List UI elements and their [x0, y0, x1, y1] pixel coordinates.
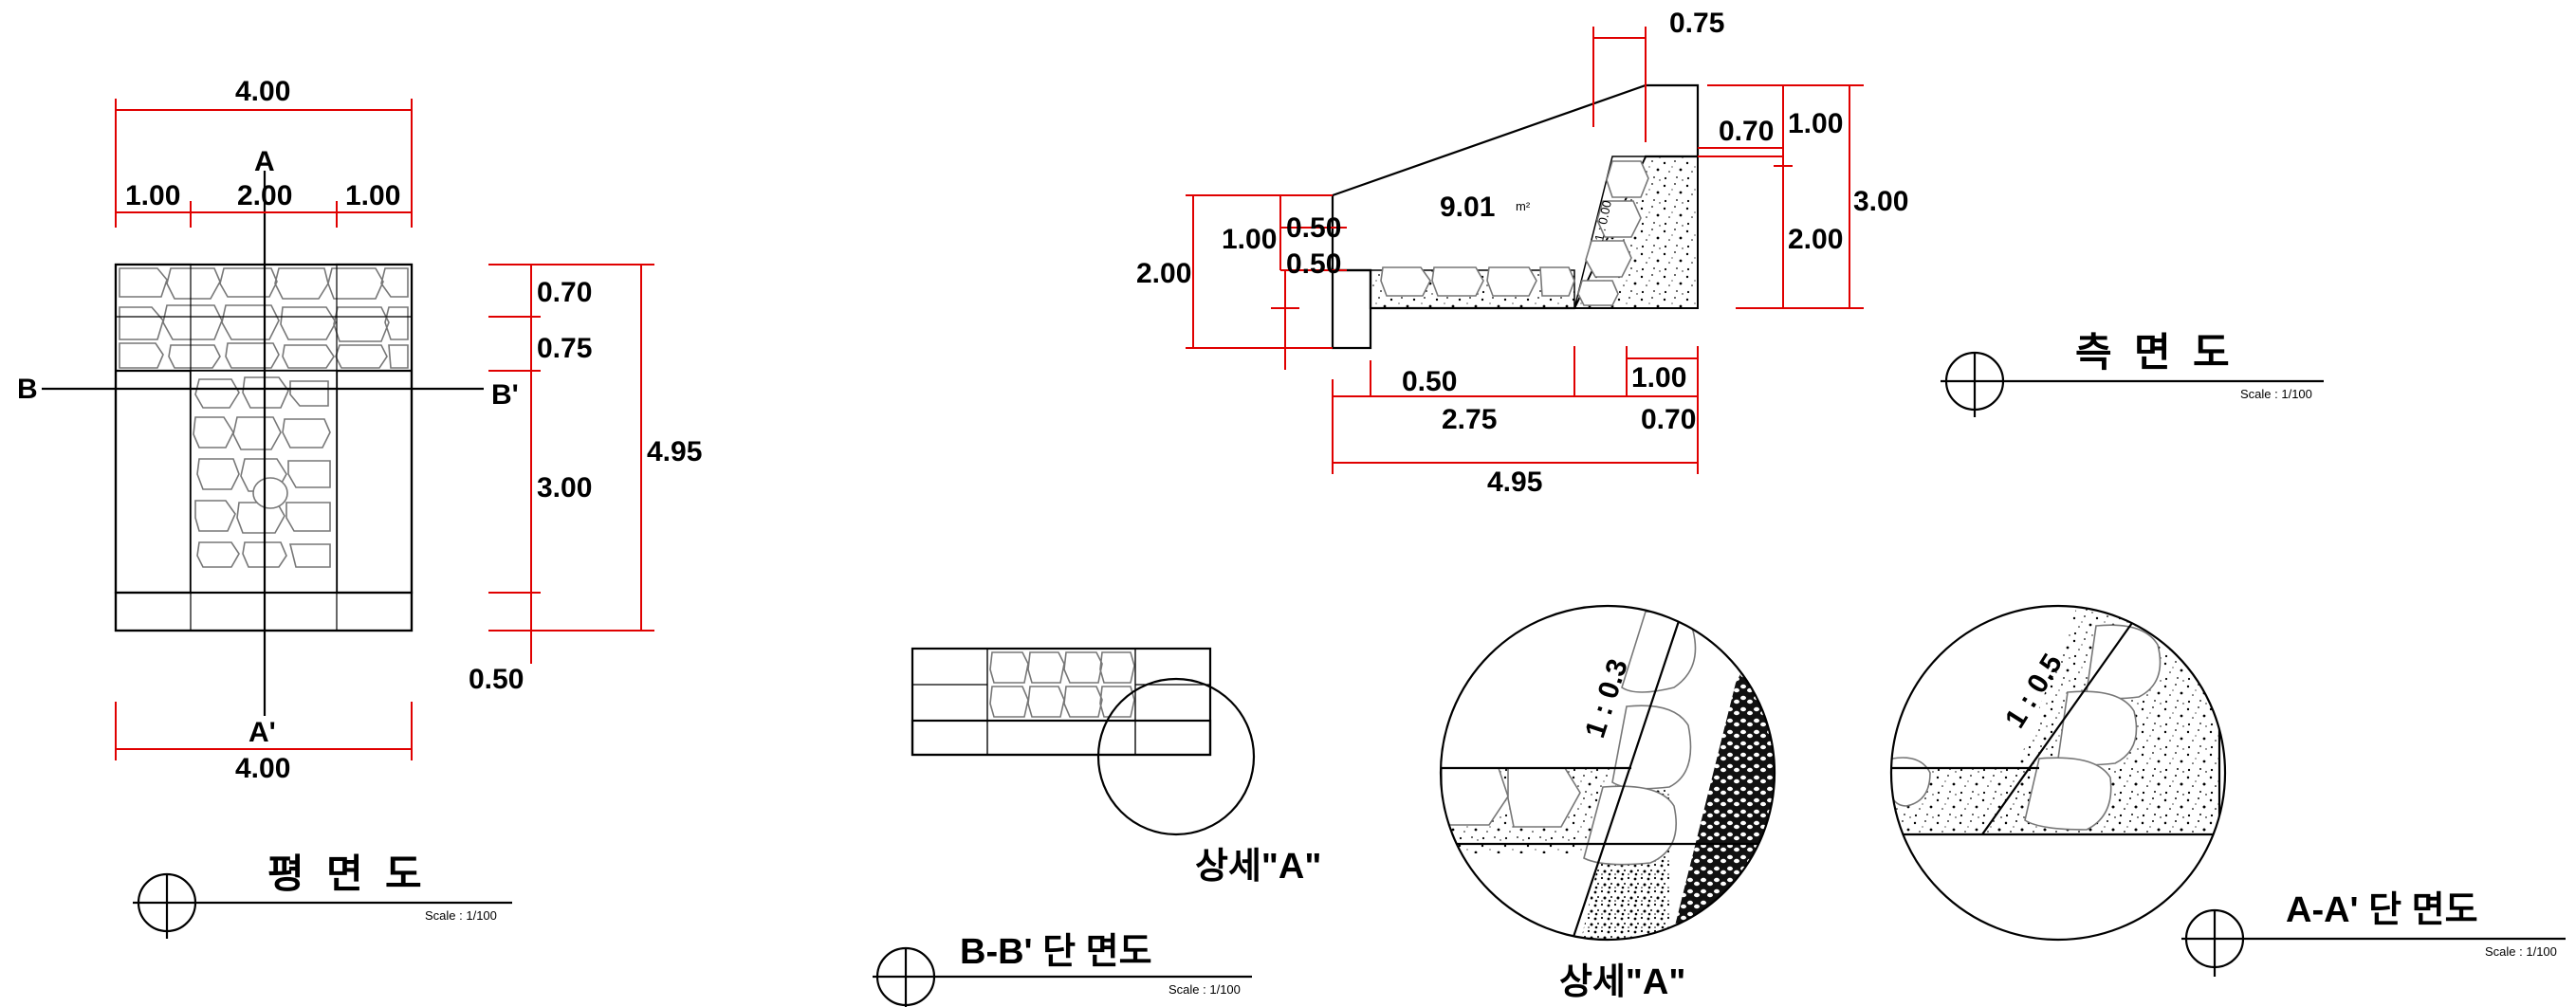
side-dim-bot-c: 1.00 — [1631, 362, 1686, 394]
plan-dim-top-left: 1.00 — [125, 180, 180, 211]
side-dim-right-c: 2.00 — [1788, 224, 1843, 255]
side-dim-bot-d: 0.70 — [1641, 404, 1696, 435]
label-b-prime: B' — [491, 379, 519, 411]
label-b: B — [17, 374, 38, 405]
plan-dim-r3: 3.00 — [537, 472, 592, 504]
plan-dim-r2: 0.75 — [537, 333, 592, 364]
label-a-prime: A' — [248, 717, 276, 748]
plan-dim-top-total: 4.00 — [235, 76, 290, 107]
side-dim-left-c: 0.50 — [1286, 248, 1341, 280]
side-dim-right-a: 0.70 — [1719, 116, 1774, 147]
side-dim-top: 0.75 — [1669, 8, 1724, 39]
plan-dim-top-right: 1.00 — [345, 180, 400, 211]
section-title: B-B' 단 면도 — [960, 932, 1152, 972]
side-dim-right-b: 1.00 — [1788, 108, 1843, 139]
side-dim-left-total: 2.00 — [1136, 258, 1191, 289]
side-dim-bot-total: 4.95 — [1487, 467, 1542, 498]
plan-dim-top-mid: 2.00 — [237, 180, 292, 211]
side-dim-left-b: 0.50 — [1286, 212, 1341, 244]
detail-a-2: 1 : 0.5 — [1889, 604, 2227, 942]
aa-title: A-A' 단 면도 — [2286, 890, 2478, 930]
section-aa-title-block: A-A' 단 면도 Scale : 1/100 — [2181, 890, 2566, 977]
side-dim-bot-a: 0.50 — [1402, 366, 1457, 397]
side-view: 1 : 0.00 9.01 m² — [1136, 8, 2324, 498]
side-dim-left-a: 1.00 — [1222, 224, 1277, 255]
plan-dim-r4: 0.50 — [469, 664, 524, 695]
detail1-label: 상세"A" — [1559, 962, 1685, 1002]
label-a: A — [254, 146, 275, 177]
plan-scale: Scale : 1/100 — [425, 908, 497, 923]
side-dim-right-total: 3.00 — [1853, 186, 1908, 217]
side-title: 측 면 도 — [2075, 330, 2230, 375]
plan-dim-bottom-total: 4.00 — [235, 753, 290, 784]
side-scale: Scale : 1/100 — [2240, 387, 2312, 401]
aa-scale: Scale : 1/100 — [2485, 944, 2557, 959]
side-dim-bot-b: 2.75 — [1442, 404, 1497, 435]
plan-dim-r1: 0.70 — [537, 277, 592, 308]
side-area-unit: m² — [1516, 199, 1531, 213]
section-detail-label: 상세"A" — [1195, 847, 1321, 887]
plan-view: A A' B B' 4.00 1.00 2.00 1.00 — [17, 76, 702, 939]
plan-dim-r-total: 4.95 — [647, 436, 702, 467]
plan-title: 평 면 도 — [267, 851, 422, 896]
detail-a-1: 1 : 0.3 상세"A" — [1439, 604, 1776, 1002]
section-scale: Scale : 1/100 — [1168, 982, 1241, 997]
section-bb: 상세"A" B-B' 단 면도 Scale : 1/100 — [873, 647, 1321, 1007]
side-area-value: 9.01 — [1440, 192, 1495, 223]
